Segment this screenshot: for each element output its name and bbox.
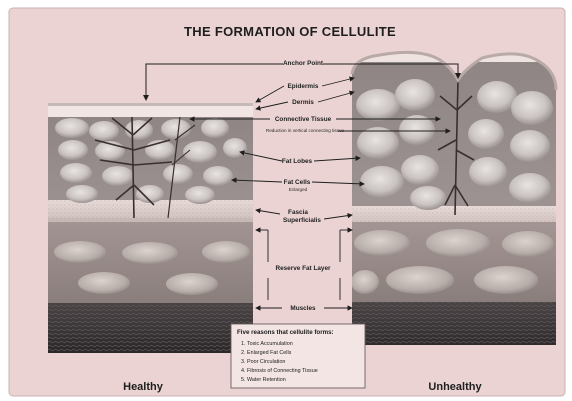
reasons-title: Five reasons that cellulite forms: — [237, 329, 334, 336]
label-fat-cells-sub: Enlarged — [289, 187, 308, 192]
panel-label-unhealthy: Unhealthy — [428, 381, 482, 393]
label-fat-cells: Fat Cells — [284, 179, 311, 186]
reasons-box: Five reasons that cellulite forms: 1. To… — [231, 324, 365, 388]
reason-item: 3. Poor Circulation — [241, 359, 285, 365]
unhealthy-panel — [351, 40, 558, 352]
reason-item: 4. Fibrosis of Connecting Tissue — [241, 368, 318, 374]
label-fascia-sub: Superficialis — [283, 217, 321, 224]
label-fat-lobes: Fat Lobes — [282, 158, 313, 165]
reason-item: 2. Enlarged Fat Cells — [241, 350, 292, 356]
label-connective-tissue: Connective Tissue — [275, 116, 332, 123]
reason-item: 5. Water Retention — [241, 377, 286, 383]
label-anchor-point: Anchor Point — [283, 60, 324, 67]
reason-item: 1. Toxic Accumulation — [241, 341, 293, 347]
panel-label-healthy: Healthy — [123, 381, 164, 393]
label-dermis: Dermis — [292, 99, 314, 106]
label-muscles: Muscles — [290, 305, 316, 312]
label-reduction-note: Reduction in vertical connecting tissue — [266, 128, 345, 133]
label-reserve-fat: Reserve Fat Layer — [275, 265, 331, 272]
diagram-title: THE FORMATION OF CELLULITE — [184, 24, 396, 39]
healthy-panel — [48, 103, 253, 353]
svg-text:Reduction in vertical connecti: Reduction in vertical connecting tissue — [266, 128, 345, 133]
label-epidermis: Epidermis — [288, 83, 319, 90]
label-fascia: Fascia — [288, 209, 308, 216]
